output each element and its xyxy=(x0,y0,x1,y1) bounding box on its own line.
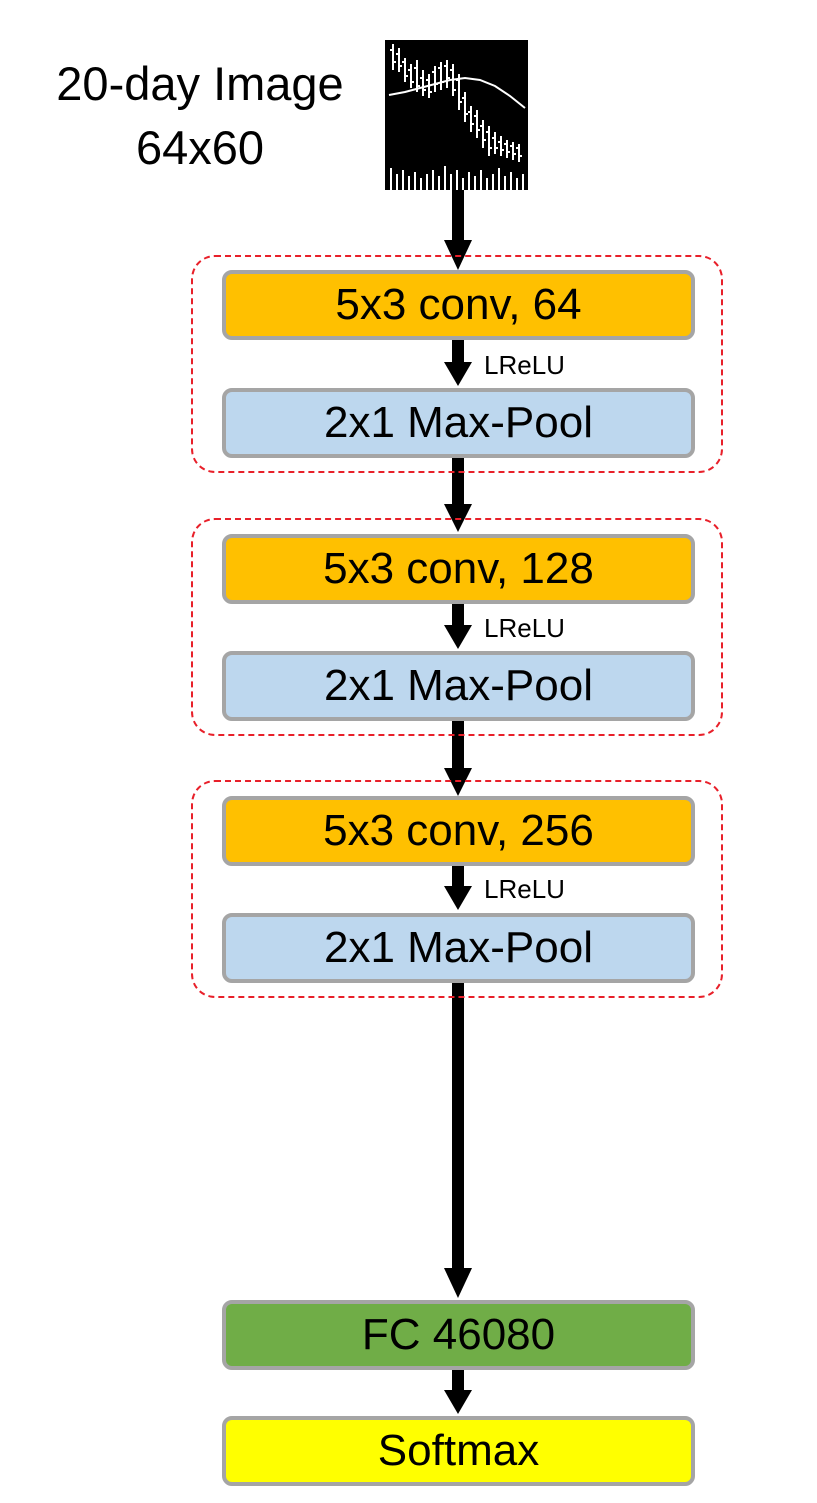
input-image-title: 20-day Image xyxy=(56,57,344,110)
maxpool-layer-1: 2x1 Max-Pool xyxy=(222,388,695,458)
arrow-input-to-conv1 xyxy=(452,190,464,244)
arrowhead-fc-to-softmax xyxy=(444,1390,472,1414)
input-image-label: 20-day Image 64x60 xyxy=(20,52,380,180)
maxpool-layer-2: 2x1 Max-Pool xyxy=(222,651,695,721)
conv-block-2 xyxy=(191,518,723,736)
softmax-layer: Softmax xyxy=(222,1416,695,1486)
arrow-fc-to-softmax xyxy=(452,1370,464,1394)
input-image-size: 64x60 xyxy=(135,121,265,174)
fully-connected-layer: FC 46080 xyxy=(222,1300,695,1370)
activation-label-1: LReLU xyxy=(484,350,565,380)
conv-layer-2: 5x3 conv, 128 xyxy=(222,534,695,604)
conv-block-1 xyxy=(191,255,723,473)
activation-label-2: LReLU xyxy=(484,613,565,643)
maxpool-layer-3: 2x1 Max-Pool xyxy=(222,913,695,983)
arrow-pool3-to-fc xyxy=(452,982,464,1272)
conv-block-3 xyxy=(191,780,723,998)
conv-layer-3: 5x3 conv, 256 xyxy=(222,796,695,866)
input-chart-image xyxy=(385,40,528,190)
arrowhead-pool3-to-fc xyxy=(444,1268,472,1298)
input-chart-graphic xyxy=(388,44,526,190)
conv-layer-1: 5x3 conv, 64 xyxy=(222,270,695,340)
activation-label-3: LReLU xyxy=(484,874,565,904)
